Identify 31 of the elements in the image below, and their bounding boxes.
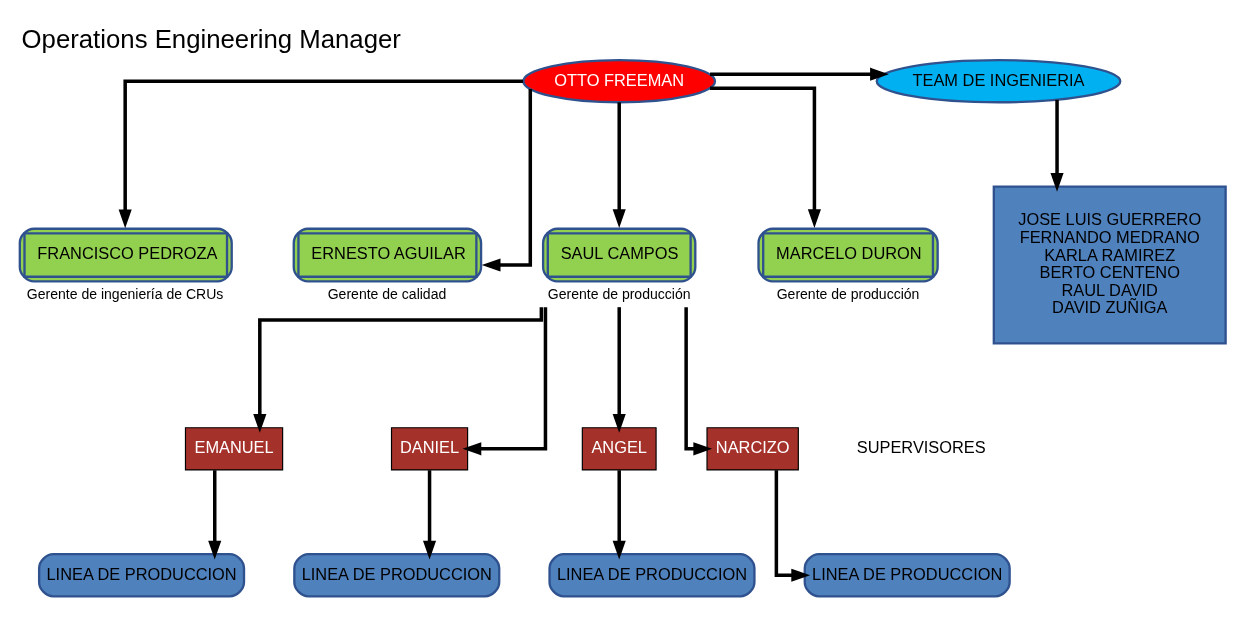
arrow bbox=[612, 306, 626, 433]
label: SUPERVISORES bbox=[856, 437, 986, 456]
node-label: Gerente de producción bbox=[547, 285, 691, 301]
arrow bbox=[462, 306, 548, 455]
node-box: LINEA DE PRODUCCION bbox=[293, 552, 501, 597]
node-box: ANGEL bbox=[581, 426, 657, 470]
arrow bbox=[253, 306, 544, 433]
node-box: NARCIZO bbox=[706, 426, 799, 470]
arrow bbox=[612, 469, 626, 559]
node-box: DANIEL bbox=[390, 426, 469, 470]
arrow bbox=[684, 306, 713, 455]
diagram-title: Operations Engineering Manager bbox=[21, 24, 401, 53]
arrow bbox=[423, 469, 437, 559]
arrow bbox=[710, 67, 889, 81]
arrow bbox=[208, 469, 222, 559]
node-label: Gerente de producción bbox=[776, 285, 920, 301]
arrow bbox=[118, 78, 524, 228]
arrow bbox=[774, 469, 811, 582]
node-label: Gerente de ingeniería de CRUs bbox=[26, 285, 224, 301]
node-ellipse: OTTO FREEMAN bbox=[522, 58, 717, 103]
arrow bbox=[709, 86, 821, 228]
node-box: LINEA DE PRODUCCION bbox=[37, 552, 246, 597]
node-box: EMANUEL bbox=[184, 426, 284, 470]
node-box: JOSE LUIS GUERRERO FERNANDO MEDRANO KARLA RAMIREZ BERTO CENTENO RAUL DAVID DAVID ZUÑIGA bbox=[992, 184, 1227, 345]
node-box: LINEA DE PRODUCCION bbox=[803, 552, 1011, 597]
node-box: LINEA DE PRODUCCION bbox=[548, 552, 756, 597]
node-label: Gerente de calidad bbox=[327, 285, 447, 301]
arrow bbox=[1050, 99, 1064, 192]
arrow bbox=[481, 88, 533, 272]
arrow bbox=[612, 101, 626, 228]
node-ellipse: TEAM DE INGENIERIA bbox=[875, 58, 1122, 103]
